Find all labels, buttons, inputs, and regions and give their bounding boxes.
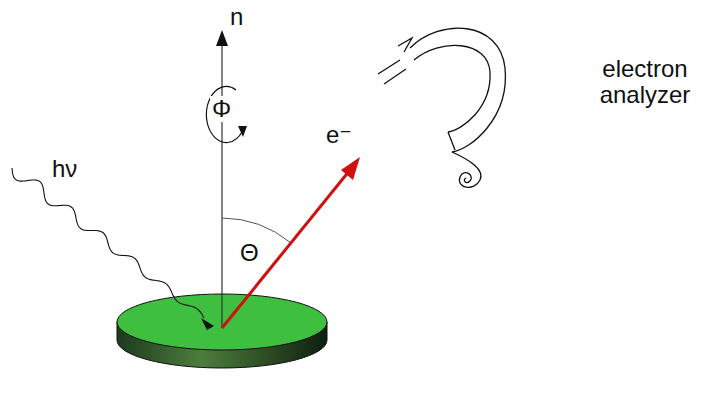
- particle-label: e⁻: [326, 122, 352, 148]
- normal-arrowhead: [216, 30, 228, 46]
- surface-normal: [221, 42, 222, 328]
- azimuth-rotation: [206, 87, 242, 143]
- angle-label: Θ: [240, 240, 259, 266]
- photon-wave: [12, 168, 204, 318]
- photon-label: hν: [52, 156, 77, 182]
- electron-arrowhead: [341, 157, 360, 180]
- axis-label: n: [230, 4, 243, 30]
- analyzer-symbol: [378, 28, 505, 187]
- instrument-label: electron analyzer: [575, 56, 715, 109]
- photoelectron-arrow: [222, 170, 350, 328]
- angle-label: Φ: [210, 96, 233, 122]
- rotation-arrowhead: [238, 126, 247, 137]
- photon-arrowhead: [201, 318, 214, 330]
